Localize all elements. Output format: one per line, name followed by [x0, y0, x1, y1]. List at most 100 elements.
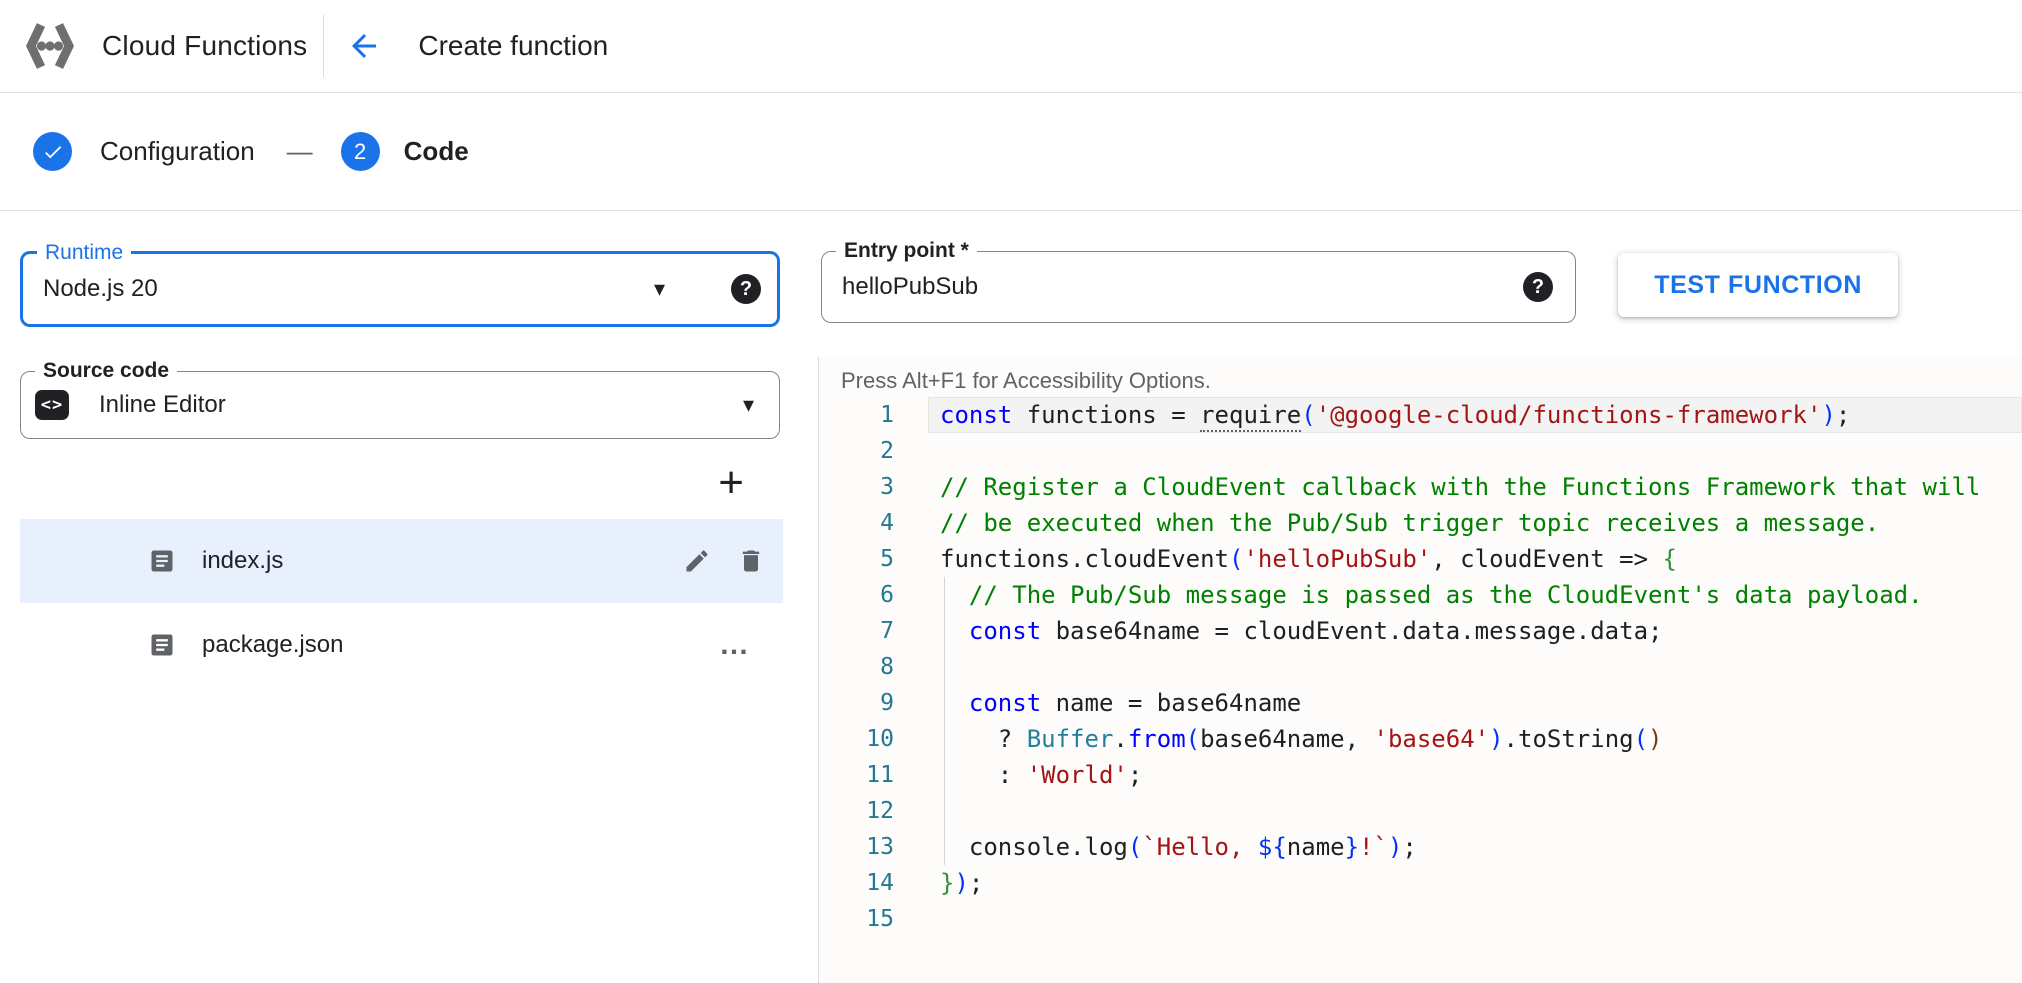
- step-configuration-complete[interactable]: [33, 132, 72, 171]
- stepper: Configuration — 2 Code: [0, 93, 2022, 211]
- code-text[interactable]: const functions = require('@google-cloud…: [928, 397, 2022, 433]
- indent-guide: [944, 721, 945, 757]
- code-lines[interactable]: 1 const functions = require('@google-clou…: [819, 397, 2022, 937]
- more-icon[interactable]: …: [719, 628, 751, 661]
- file-list: index.js package.json …: [20, 519, 783, 687]
- runtime-value: Node.js 20: [43, 275, 158, 302]
- indent-guide: [944, 577, 945, 613]
- product-name: Cloud Functions: [102, 30, 308, 61]
- source-code-value: Inline Editor: [99, 391, 226, 418]
- file-icon: [148, 547, 176, 575]
- indent-guide: [944, 649, 945, 685]
- code-text[interactable]: [928, 793, 2022, 829]
- code-line-13[interactable]: 13 console.log(`Hello, ${name}!`);: [819, 829, 2022, 865]
- line-number: 7: [880, 618, 894, 644]
- file-actions: [683, 547, 765, 575]
- test-function-button[interactable]: TEST FUNCTION: [1618, 253, 1898, 317]
- step-code-label[interactable]: Code: [403, 136, 469, 166]
- code-line-12[interactable]: 12: [819, 793, 2022, 829]
- line-number: 15: [866, 906, 894, 932]
- arrow-back-icon: [352, 34, 377, 58]
- line-number: 10: [866, 726, 894, 752]
- entry-point-row: Entry point * helloPubSub ? TEST FUNCTIO…: [818, 211, 2022, 323]
- step-separator: —: [286, 136, 313, 166]
- indent-guide: [944, 685, 945, 721]
- code-line-4[interactable]: 4// be executed when the Pub/Sub trigger…: [819, 505, 2022, 541]
- chevron-down-icon[interactable]: ▾: [653, 276, 665, 301]
- chevron-down-icon[interactable]: ▾: [742, 392, 754, 417]
- file-name: index.js: [202, 547, 284, 574]
- code-text[interactable]: // be executed when the Pub/Sub trigger …: [940, 509, 1880, 537]
- code-line-9[interactable]: 9 const name = base64name: [819, 685, 2022, 721]
- entry-point-label: Entry point *: [836, 238, 977, 264]
- code-line-2[interactable]: 2: [819, 433, 2022, 469]
- code-text[interactable]: const name = base64name: [928, 685, 2022, 721]
- line-number: 11: [866, 762, 894, 788]
- line-number: 9: [880, 690, 894, 716]
- delete-icon[interactable]: [737, 547, 765, 575]
- indent-guide: [944, 829, 945, 865]
- line-number: 2: [880, 438, 894, 464]
- step-code-number: 2: [354, 138, 367, 164]
- line-number: 6: [880, 582, 894, 608]
- code-text[interactable]: [928, 649, 2022, 685]
- indent-guide: [944, 613, 945, 649]
- line-number: 1: [880, 402, 894, 428]
- inline-code-icon: <>: [35, 390, 69, 420]
- app-header: Cloud Functions Create function: [0, 0, 2022, 93]
- check-icon: [44, 145, 61, 158]
- source-code-select[interactable]: Source code <> Inline Editor ▾: [20, 358, 780, 439]
- code-text[interactable]: [928, 433, 2022, 469]
- edit-icon[interactable]: [683, 547, 711, 575]
- code-text[interactable]: [928, 901, 2022, 937]
- code-line-10[interactable]: 10 ? Buffer.from(base64name, 'base64').t…: [819, 721, 2022, 757]
- right-panel: Entry point * helloPubSub ? TEST FUNCTIO…: [818, 211, 2022, 983]
- accessibility-hint: Press Alt+F1 for Accessibility Options.: [841, 368, 1211, 393]
- step-configuration-label[interactable]: Configuration: [100, 136, 255, 166]
- runtime-select[interactable]: Runtime Node.js 20 ▾ ?: [20, 240, 780, 327]
- code-line-15[interactable]: 15: [819, 901, 2022, 937]
- file-name: package.json: [202, 631, 344, 658]
- code-line-1[interactable]: 1 const functions = require('@google-clou…: [819, 397, 2022, 433]
- file-actions: …: [719, 628, 765, 661]
- code-text[interactable]: // Register a CloudEvent callback with t…: [940, 473, 1981, 501]
- code-text[interactable]: // The Pub/Sub message is passed as the …: [928, 577, 2022, 613]
- indent-guide: [944, 793, 945, 829]
- line-number: 13: [866, 834, 894, 860]
- left-panel: Runtime Node.js 20 ▾ ? Source code <> In…: [0, 211, 818, 983]
- code-line-11[interactable]: 11 : 'World';: [819, 757, 2022, 793]
- page-title: Create function: [418, 30, 609, 61]
- cloud-functions-logo-icon: [26, 23, 74, 69]
- code-line-5[interactable]: 5 functions.cloudEvent('helloPubSub', clo…: [819, 541, 2022, 577]
- entry-point-help-icon[interactable]: ?: [1523, 272, 1553, 302]
- file-row-index.js[interactable]: index.js: [20, 519, 783, 603]
- line-number: 3: [880, 474, 894, 500]
- file-toolbar: +: [20, 461, 780, 505]
- code-line-3[interactable]: 3 // Register a CloudEvent callback with …: [819, 469, 2022, 505]
- runtime-label: Runtime: [37, 240, 132, 266]
- file-row-package.json[interactable]: package.json …: [20, 603, 783, 687]
- code-text[interactable]: functions.cloudEvent('helloPubSub', clou…: [940, 545, 1677, 573]
- code-line-6[interactable]: 6 // The Pub/Sub message is passed as th…: [819, 577, 2022, 613]
- code-line-8[interactable]: 8: [819, 649, 2022, 685]
- source-code-label: Source code: [35, 358, 178, 384]
- entry-point-value: helloPubSub: [842, 273, 979, 300]
- add-file-button[interactable]: +: [718, 458, 744, 507]
- line-number: 5: [880, 546, 894, 572]
- runtime-help-icon[interactable]: ?: [731, 274, 761, 304]
- code-text[interactable]: const base64name = cloudEvent.data.messa…: [928, 613, 2022, 649]
- line-number: 14: [866, 870, 894, 896]
- code-text[interactable]: : 'World';: [928, 757, 2022, 793]
- main-content: Runtime Node.js 20 ▾ ? Source code <> In…: [0, 211, 2022, 983]
- entry-point-field[interactable]: Entry point * helloPubSub ?: [821, 238, 1576, 323]
- code-text[interactable]: console.log(`Hello, ${name}!`);: [928, 829, 2022, 865]
- code-line-14[interactable]: 14});: [819, 865, 2022, 901]
- back-button[interactable]: [342, 24, 386, 68]
- code-line-7[interactable]: 7 const base64name = cloudEvent.data.mes…: [819, 613, 2022, 649]
- header-divider: [323, 15, 325, 77]
- file-icon: [148, 631, 176, 659]
- step-code-circle[interactable]: 2: [340, 132, 380, 171]
- code-text[interactable]: ? Buffer.from(base64name, 'base64').toSt…: [928, 721, 2022, 757]
- code-editor[interactable]: Press Alt+F1 for Accessibility Options. …: [818, 357, 2022, 983]
- code-text[interactable]: });: [940, 869, 984, 897]
